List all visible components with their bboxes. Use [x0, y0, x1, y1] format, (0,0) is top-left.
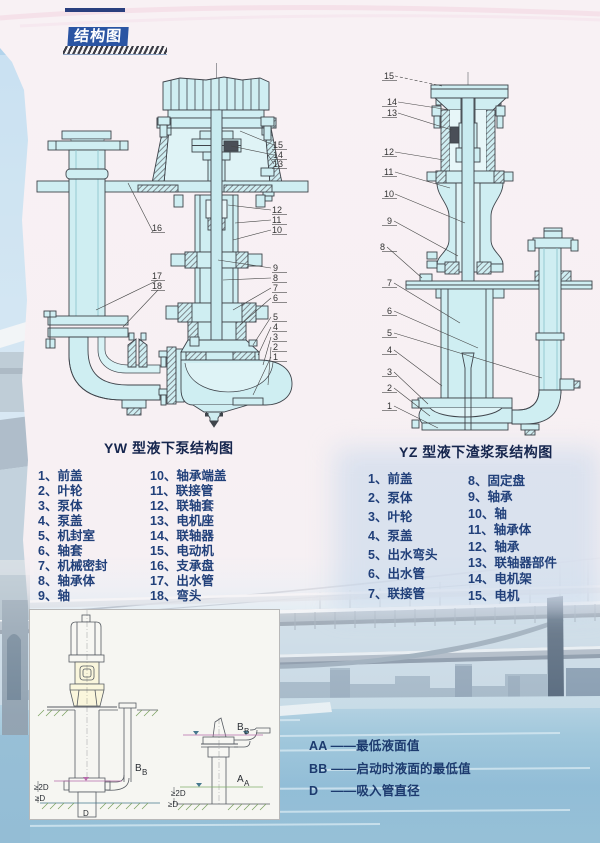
- svg-text:≥2D: ≥2D: [171, 789, 186, 798]
- svg-text:15: 15: [384, 71, 394, 81]
- svg-text:12: 12: [272, 205, 282, 215]
- svg-text:≥2D: ≥2D: [34, 783, 49, 792]
- svg-text:9: 9: [387, 216, 392, 226]
- svg-text:≥D: ≥D: [168, 800, 178, 809]
- svg-text:13: 13: [273, 159, 283, 169]
- svg-text:7: 7: [273, 283, 278, 293]
- svg-text:B: B: [142, 768, 147, 777]
- svg-text:18: 18: [152, 281, 162, 291]
- svg-text:A: A: [244, 779, 250, 788]
- svg-text:9: 9: [273, 263, 278, 273]
- svg-text:8: 8: [273, 273, 278, 283]
- svg-text:17: 17: [152, 271, 162, 281]
- svg-text:14: 14: [387, 97, 397, 107]
- svg-text:5: 5: [387, 328, 392, 338]
- svg-text:3: 3: [273, 332, 278, 342]
- svg-text:B: B: [135, 763, 142, 774]
- svg-text:≥D: ≥D: [35, 794, 45, 803]
- svg-text:A: A: [237, 774, 244, 785]
- svg-text:16: 16: [152, 223, 162, 233]
- svg-text:12: 12: [384, 147, 394, 157]
- svg-text:5: 5: [273, 312, 278, 322]
- svg-text:2: 2: [387, 383, 392, 393]
- svg-text:B: B: [237, 722, 244, 733]
- svg-text:B: B: [244, 727, 249, 736]
- svg-text:11: 11: [384, 167, 393, 177]
- svg-text:11: 11: [272, 215, 281, 225]
- svg-text:4: 4: [387, 345, 392, 355]
- svg-text:6: 6: [273, 293, 278, 303]
- svg-text:4: 4: [273, 322, 278, 332]
- svg-text:D: D: [83, 809, 89, 818]
- svg-text:1: 1: [273, 352, 278, 362]
- svg-text:14: 14: [273, 150, 283, 160]
- svg-text:10: 10: [384, 189, 394, 199]
- svg-text:6: 6: [387, 306, 392, 316]
- svg-text:13: 13: [387, 108, 397, 118]
- svg-text:3: 3: [387, 367, 392, 377]
- svg-text:7: 7: [387, 278, 392, 288]
- svg-text:1: 1: [387, 401, 392, 411]
- svg-text:8: 8: [380, 242, 385, 252]
- svg-text:15: 15: [273, 140, 283, 150]
- svg-text:10: 10: [272, 225, 282, 235]
- svg-text:2: 2: [273, 342, 278, 352]
